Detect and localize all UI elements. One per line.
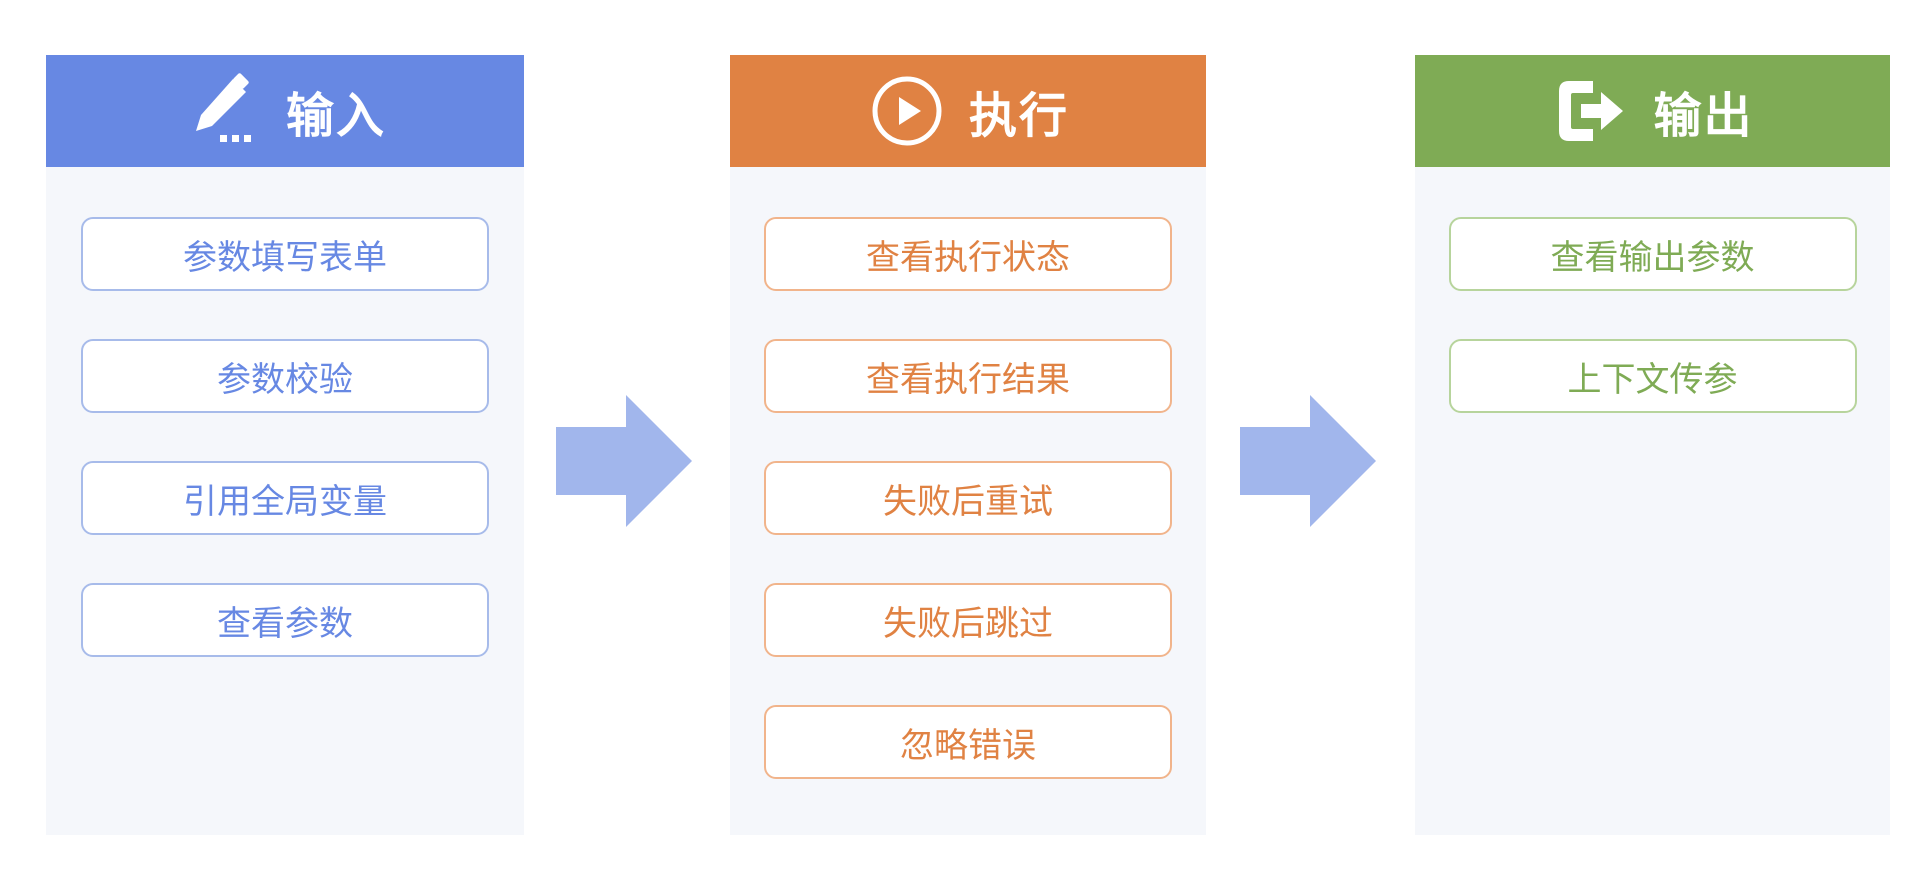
- output-item-view-output-params[interactable]: 查看输出参数: [1448, 217, 1857, 291]
- input-item-param-validation[interactable]: 参数校验: [81, 339, 489, 413]
- arrow-right-icon: [556, 395, 692, 527]
- execute-item-retry-on-fail[interactable]: 失败后重试: [764, 461, 1172, 535]
- input-item-global-variable[interactable]: 引用全局变量: [81, 461, 489, 535]
- execute-item-view-result[interactable]: 查看执行结果: [764, 339, 1172, 413]
- input-title: 输入: [285, 88, 386, 144]
- output-header: 输出: [1415, 55, 1890, 167]
- execute-items: 查看执行状态 查看执行结果 失败后重试 失败后跳过 忽略错误: [730, 167, 1206, 779]
- input-header: 输入: [46, 55, 524, 167]
- output-items: 查看输出参数 上下文传参: [1415, 167, 1890, 413]
- input-column: 输入 参数填写表单 参数校验 引用全局变量 查看参数: [46, 55, 524, 835]
- exit-icon: [1551, 71, 1631, 151]
- play-icon: [867, 71, 947, 151]
- execute-item-skip-on-fail[interactable]: 失败后跳过: [764, 583, 1172, 657]
- execute-item-view-status[interactable]: 查看执行状态: [764, 217, 1172, 291]
- execute-header: 执行: [730, 55, 1206, 167]
- output-item-context-passing[interactable]: 上下文传参: [1448, 339, 1857, 413]
- output-column: 输出 查看输出参数 上下文传参: [1415, 55, 1890, 835]
- output-title: 输出: [1653, 88, 1754, 144]
- arrow-right-icon: [1240, 395, 1376, 527]
- execute-item-ignore-errors[interactable]: 忽略错误: [764, 705, 1172, 779]
- input-item-view-params[interactable]: 查看参数: [81, 583, 489, 657]
- pencil-icon: [184, 71, 264, 151]
- input-item-param-form[interactable]: 参数填写表单: [81, 217, 489, 291]
- input-items: 参数填写表单 参数校验 引用全局变量 查看参数: [46, 167, 524, 657]
- execute-title: 执行: [968, 88, 1069, 144]
- execute-column: 执行 查看执行状态 查看执行结果 失败后重试 失败后跳过 忽略错误: [730, 55, 1206, 835]
